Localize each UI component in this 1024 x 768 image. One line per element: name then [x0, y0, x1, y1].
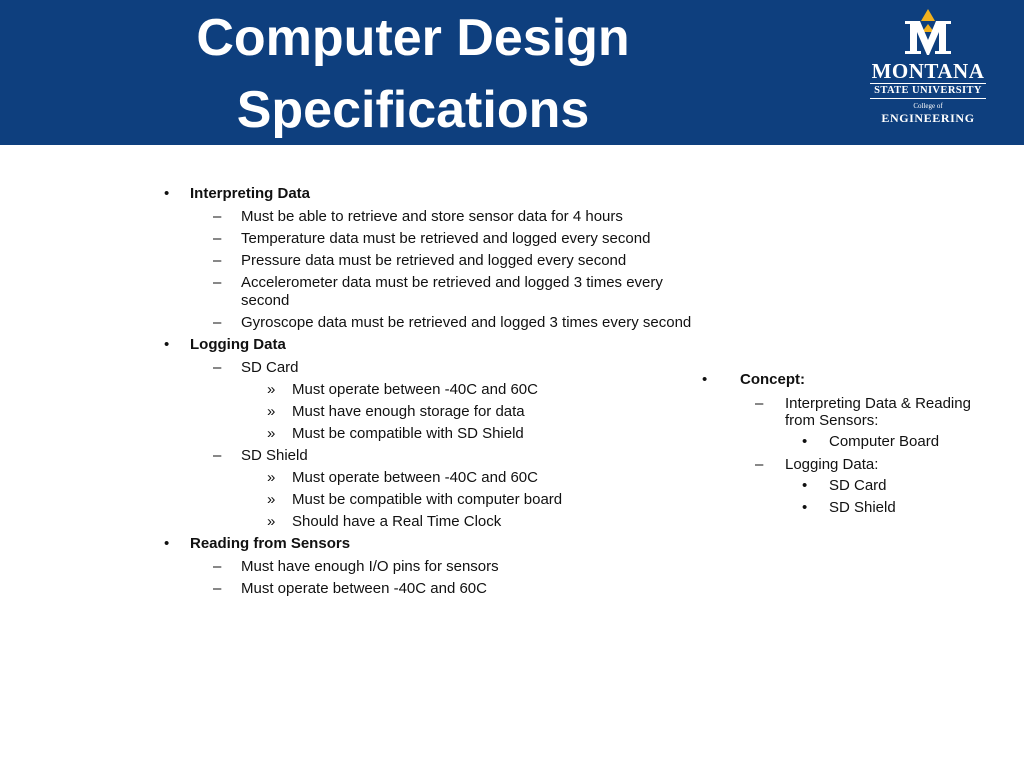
- section-logging-data: • Logging Data – SD Card » Must operate …: [162, 335, 702, 531]
- bullet-marker: •: [802, 499, 808, 516]
- list-item-text: Must operate between -40C and 60C: [241, 580, 487, 597]
- sub-list-item-text: Must operate between -40C and 60C: [292, 469, 538, 486]
- concept-sub-item-text: SD Card: [829, 477, 887, 494]
- concept-list: • Concept: – Interpreting Data & Reading…: [700, 370, 990, 517]
- list-item: – Must be able to retrieve and store sen…: [162, 208, 702, 226]
- list-item-text: Must be able to retrieve and store senso…: [241, 208, 623, 225]
- chevron-marker: »: [267, 513, 276, 530]
- list-item-text: Temperature data must be retrieved and l…: [241, 230, 651, 247]
- concept-heading: • Concept:: [700, 370, 990, 390]
- dash-marker: –: [213, 558, 222, 575]
- list-item: – Gyroscope data must be retrieved and l…: [162, 314, 702, 332]
- dash-marker: –: [213, 252, 222, 269]
- list-item-text: Accelerometer data must be retrieved and…: [241, 274, 663, 309]
- list-item-text: Must have enough I/O pins for sensors: [241, 558, 499, 575]
- sub-list-item: » Must have enough storage for data: [162, 403, 702, 421]
- concept-item: – Interpreting Data & Reading from Senso…: [700, 395, 990, 429]
- concept-sub-item: • Computer Board: [700, 433, 990, 451]
- slide-title-line-2: Specifications: [236, 81, 590, 139]
- sub-list-item: » Must operate between -40C and 60C: [162, 381, 702, 399]
- sub-list-item: » Must operate between -40C and 60C: [162, 469, 702, 487]
- montana-m-logo-icon: [905, 9, 951, 55]
- dash-marker: –: [213, 359, 222, 376]
- concept-sub-item: • SD Card: [700, 477, 990, 495]
- slide-title: Computer Design Specifications: [150, 2, 676, 146]
- concept-sub-item-text: Computer Board: [829, 433, 940, 450]
- dash-marker: –: [213, 208, 222, 225]
- concept-item-text: Logging Data:: [785, 456, 879, 473]
- chevron-marker: »: [267, 425, 276, 442]
- concept-sub-item: • SD Shield: [700, 499, 990, 517]
- bullet-marker: •: [164, 185, 170, 202]
- logo-engineering-text: ENGINEERING: [881, 111, 975, 125]
- sub-list-item-text: Must operate between -40C and 60C: [292, 381, 538, 398]
- bullet-marker: •: [802, 433, 808, 450]
- sub-list-item: » Must be compatible with SD Shield: [162, 425, 702, 443]
- concept-sub-item-text: SD Shield: [829, 499, 896, 516]
- chevron-marker: »: [267, 469, 276, 486]
- sub-list-item: » Should have a Real Time Clock: [162, 513, 702, 531]
- list-item-text: SD Shield: [241, 447, 308, 464]
- logo-college-of-text: College of: [913, 102, 943, 110]
- slide-title-line-1: Computer Design: [196, 9, 630, 67]
- section-heading: • Reading from Sensors: [162, 534, 702, 554]
- dash-marker: –: [213, 274, 222, 291]
- title-banner: Computer Design Specifications MONTANA S…: [0, 0, 1024, 145]
- list-item: – Must operate between -40C and 60C: [162, 580, 702, 598]
- dash-marker: –: [213, 580, 222, 597]
- sub-list-item-text: Must be compatible with computer board: [292, 491, 563, 508]
- chevron-marker: »: [267, 491, 276, 508]
- list-item-text: Gyroscope data must be retrieved and log…: [241, 314, 692, 331]
- university-logo: MONTANA STATE UNIVERSITY College of ENGI…: [860, 8, 996, 130]
- list-item: – SD Card: [162, 359, 702, 377]
- requirements-list: • Interpreting Data – Must be able to re…: [162, 181, 702, 598]
- section-reading-from-sensors: • Reading from Sensors – Must have enoug…: [162, 534, 702, 598]
- dash-marker: –: [755, 456, 764, 473]
- section-heading: • Logging Data: [162, 335, 702, 355]
- sub-list-item: » Must be compatible with computer board: [162, 491, 702, 509]
- logo-state-university-text: STATE UNIVERSITY: [870, 83, 986, 99]
- list-item-text: SD Card: [241, 359, 299, 376]
- concept-heading-text: Concept:: [740, 371, 805, 388]
- chevron-marker: »: [267, 381, 276, 398]
- dash-marker: –: [213, 230, 222, 247]
- chevron-marker: »: [267, 403, 276, 420]
- list-item: – Must have enough I/O pins for sensors: [162, 558, 702, 576]
- dash-marker: –: [755, 395, 764, 412]
- sub-list-item-text: Must be compatible with SD Shield: [292, 425, 524, 442]
- section-heading-text: Interpreting Data: [190, 185, 311, 202]
- bullet-marker: •: [702, 371, 708, 388]
- dash-marker: –: [213, 314, 222, 331]
- dash-marker: –: [213, 447, 222, 464]
- list-item: – Temperature data must be retrieved and…: [162, 230, 702, 248]
- bullet-marker: •: [802, 477, 808, 494]
- section-heading-text: Logging Data: [190, 336, 286, 353]
- logo-montana-text: MONTANA: [871, 59, 985, 83]
- sub-list-item-text: Should have a Real Time Clock: [292, 513, 502, 530]
- concept-item: – Logging Data:: [700, 456, 990, 473]
- list-item: – Accelerometer data must be retrieved a…: [162, 274, 702, 310]
- sub-list-item-text: Must have enough storage for data: [292, 403, 525, 420]
- bullet-marker: •: [164, 336, 170, 353]
- section-interpreting-data: • Interpreting Data – Must be able to re…: [162, 184, 702, 332]
- bullet-marker: •: [164, 535, 170, 552]
- list-item: – Pressure data must be retrieved and lo…: [162, 252, 702, 270]
- section-heading: • Interpreting Data: [162, 184, 702, 204]
- list-item: – SD Shield: [162, 447, 702, 465]
- concept-item-text: Interpreting Data & Reading from Sensors…: [785, 395, 971, 429]
- list-item-text: Pressure data must be retrieved and logg…: [241, 252, 627, 269]
- section-heading-text: Reading from Sensors: [190, 535, 351, 552]
- concept-panel: • Concept: – Interpreting Data & Reading…: [700, 370, 990, 517]
